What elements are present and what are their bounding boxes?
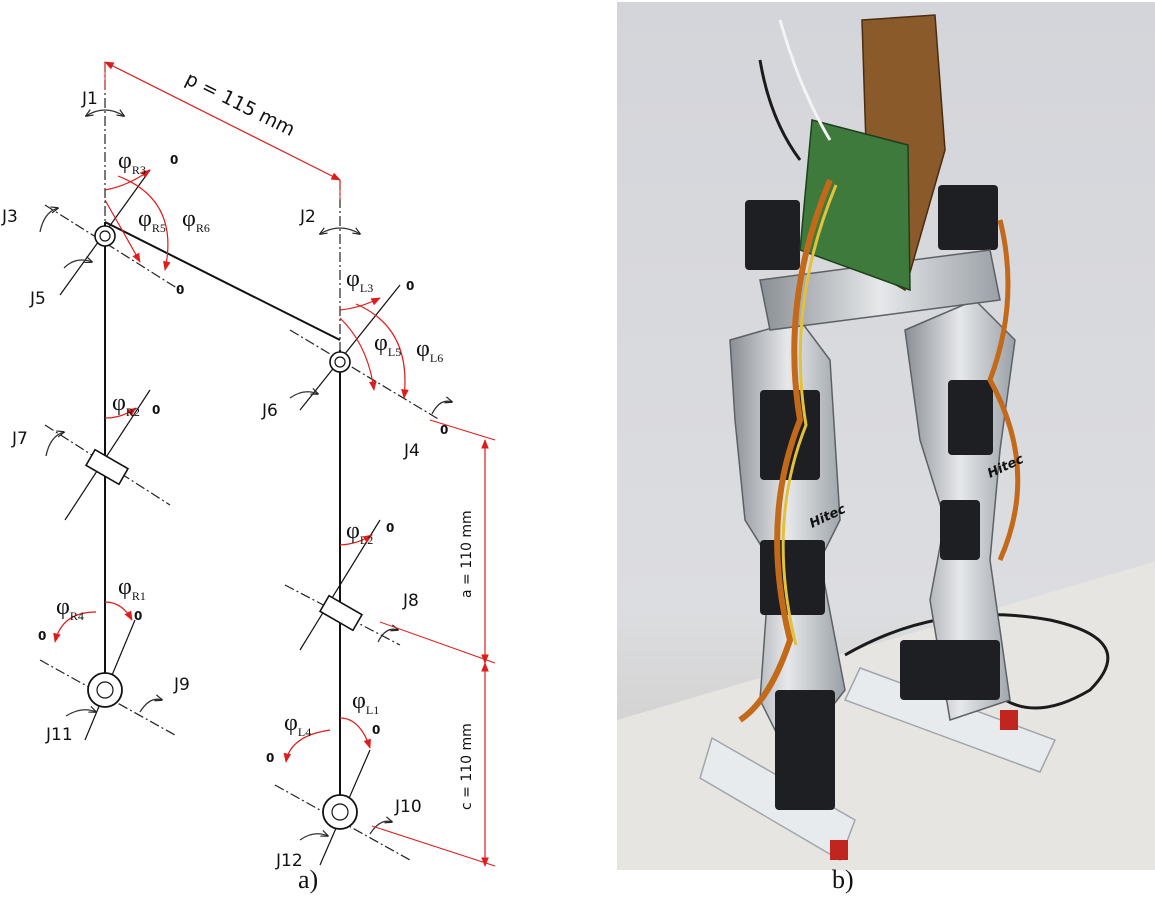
dim-c-label: c = 110 mm	[459, 723, 475, 810]
angle-label-r2: φR2	[112, 390, 140, 419]
dim-a-label: a = 110 mm	[459, 510, 475, 598]
angle-label-l3: φL3	[346, 266, 373, 295]
robot-photo: Hitec Hitec b)	[617, 2, 1155, 894]
angle-label-r1: φR1	[118, 574, 146, 603]
angle-arcs	[53, 169, 409, 763]
caption-a: a)	[298, 865, 318, 894]
angle-label-l1: φL1	[352, 688, 379, 717]
wire-harness	[738, 178, 833, 723]
joint-labels: J1 J2 J3 J4 J5 J6 J7 J8 J9 J10 J11 J12	[1, 89, 422, 871]
joint-label-j12: J12	[275, 851, 303, 871]
joint-label-j1: J1	[81, 89, 98, 109]
servo	[775, 690, 835, 810]
knee-joint-right	[84, 448, 130, 486]
servo	[900, 640, 1000, 700]
angle-label-r4: φR4	[56, 594, 84, 623]
angle-label-r6: φR6	[182, 206, 210, 235]
zero-label: 0	[152, 403, 160, 417]
caption-b: b)	[832, 865, 854, 894]
pelvis-link	[104, 221, 341, 341]
kinematic-diagram: p = 115 mm a = 110 mm c = 110 mm J1 J2 J…	[1, 61, 496, 894]
servo	[948, 380, 993, 455]
joint-label-j10: J10	[394, 797, 422, 817]
angle-label-l5: φL5	[374, 330, 401, 359]
servo	[940, 500, 980, 560]
joint-label-j6: J6	[261, 401, 278, 421]
joint-label-j8: J8	[402, 591, 419, 611]
joint-label-j3: J3	[1, 207, 18, 227]
red-foot-servo-tip	[1000, 710, 1018, 730]
servo	[760, 540, 825, 615]
joint-label-j11: J11	[45, 725, 73, 745]
knee-joint-left	[318, 594, 364, 632]
zero-label: 0	[176, 283, 184, 297]
angle-labels: φR3 φR5 φR6 φL3 φL5 φL6 φR2 φL2 φR1 φR4 …	[56, 148, 443, 739]
j4-axis	[289, 329, 441, 421]
zero-labels: 0 0 0 0 0 0 0 0 0 0	[38, 153, 448, 765]
angle-label-l2: φL2	[346, 518, 373, 547]
servo	[745, 200, 800, 270]
servo	[760, 390, 820, 480]
joint-label-j5: J5	[29, 289, 46, 309]
cable	[844, 613, 1110, 710]
joint-label-j4: J4	[403, 441, 420, 461]
zero-label: 0	[38, 629, 46, 643]
angle-label-l6: φL6	[416, 336, 443, 365]
angle-label-l4: φL4	[284, 710, 311, 739]
red-foot-servo-tip	[830, 840, 848, 860]
j3-axis	[44, 204, 181, 291]
angle-label-r5: φR5	[138, 206, 166, 235]
joint-label-j9: J9	[173, 675, 190, 695]
zero-label: 0	[440, 423, 448, 437]
angle-label-r3: φR3	[118, 148, 146, 177]
zero-label: 0	[386, 521, 394, 535]
circuit-board	[799, 119, 911, 292]
zero-label: 0	[266, 751, 274, 765]
zero-label: 0	[406, 279, 414, 293]
zero-label: 0	[170, 153, 178, 167]
joint-label-j2: J2	[299, 207, 316, 227]
zero-label: 0	[372, 723, 380, 737]
servo	[938, 185, 998, 250]
zero-label: 0	[134, 609, 142, 623]
joint-label-j7: J7	[11, 429, 28, 449]
dim-p-line	[104, 61, 341, 181]
dimension-lines	[104, 61, 496, 867]
j8-axis	[284, 584, 401, 646]
